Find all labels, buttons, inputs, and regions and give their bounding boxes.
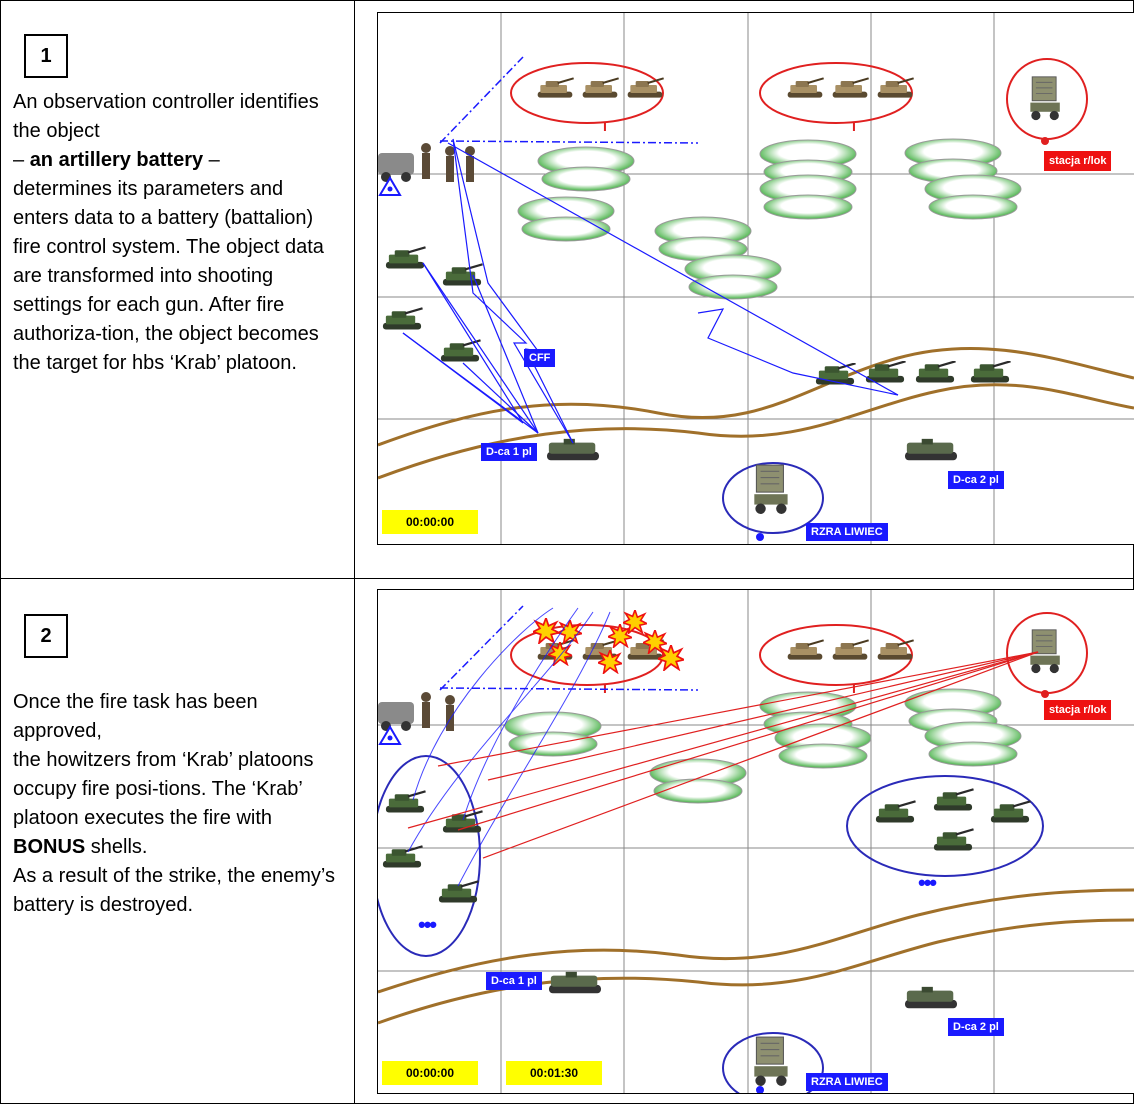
scene-2-hills xyxy=(504,688,1022,804)
cff-label: CFF xyxy=(524,349,556,367)
dca1-vehicle-icon-2 xyxy=(549,971,601,994)
rzra-radar xyxy=(722,462,824,541)
scene-1-roads xyxy=(378,346,1134,480)
timer-1: 00:00:00 xyxy=(382,510,478,534)
dca1-label: D-ca 1 pl xyxy=(481,443,537,461)
dca2-vehicle-icon-2 xyxy=(905,986,957,1009)
scene-2-enemy-howitzers xyxy=(536,639,915,661)
radar-station-label-2: stacja r/lok xyxy=(1044,700,1112,720)
step-1-text-d: determines its parameters and enters dat… xyxy=(13,178,324,374)
step-2-description: Once the fire task has been approved, th… xyxy=(13,688,343,920)
scene-1-enemy-groups xyxy=(510,58,1088,145)
enemy-battery-mark-2: I xyxy=(852,118,856,134)
dca2-vehicle-icon xyxy=(905,438,957,461)
krab-platoon-2 xyxy=(846,775,1044,877)
step-2-text-b: the howitzers from ‘Krab’ platoons occup… xyxy=(13,749,314,829)
scene-1-map: I I xyxy=(378,13,1134,544)
observation-lines xyxy=(439,56,699,144)
step-number-2: 2 xyxy=(24,614,68,658)
scene-2-roads xyxy=(378,888,1134,1025)
observer-group-2 xyxy=(378,692,455,745)
step-2-text-d: As a result of the strike, the enemy’s b… xyxy=(13,865,336,916)
dca2-label-2: D-ca 2 pl xyxy=(948,1018,1004,1036)
step-1-text-b: – xyxy=(13,149,30,171)
enemy-battery-mark-4: I xyxy=(852,680,856,696)
scene-2-grid xyxy=(378,590,1134,1093)
step-2-text-a: Once the fire task has been approved, xyxy=(13,691,258,742)
scene-1-enemy-howitzers xyxy=(536,77,915,99)
observer-group xyxy=(378,143,475,196)
radar-station-label: stacja r/lok xyxy=(1044,151,1112,171)
scene-2-map: I I xyxy=(378,590,1134,1093)
enemy-radar-icon xyxy=(1029,76,1061,121)
step-1-text-c: – xyxy=(203,149,220,171)
row-divider xyxy=(0,578,1134,579)
enemy-battery-mark-1: I xyxy=(603,118,607,134)
rzra-radar-2 xyxy=(722,1032,824,1093)
scene-1-hills xyxy=(517,138,1022,300)
platoon-1-ellipsis: ••• xyxy=(418,912,437,937)
krab-platoon-1 xyxy=(378,755,484,957)
explosions xyxy=(533,610,684,674)
step-1-text-bold: an artillery battery xyxy=(29,149,204,171)
scene-2: I I xyxy=(377,589,1134,1094)
step-2-text-c: shells. xyxy=(85,836,148,858)
step-1-text-a: An observation controller identifies the… xyxy=(13,91,319,142)
timer-2b: 00:01:30 xyxy=(506,1061,602,1085)
dca1-label-2: D-ca 1 pl xyxy=(486,972,542,990)
column-divider xyxy=(354,0,355,1104)
timer-2a: 00:00:00 xyxy=(382,1061,478,1085)
step-2-text-bold: BONUS xyxy=(13,836,86,858)
rzraliwiec-label-2: RZRA LIWIEC xyxy=(806,1073,888,1091)
enemy-radar-icon-2 xyxy=(1029,629,1061,674)
scene-2-enemy-groups xyxy=(510,612,1088,698)
radar-detection-lines xyxy=(407,651,1039,859)
step-number-1: 1 xyxy=(24,34,68,78)
dca2-label: D-ca 2 pl xyxy=(948,471,1004,489)
enemy-battery-mark-3: I xyxy=(603,680,607,696)
step-1-description: An observation controller identifies the… xyxy=(13,88,343,378)
observation-lines-2 xyxy=(439,605,699,691)
rzraliwiec-label: RZRA LIWIEC xyxy=(806,523,888,541)
scene-1: I I xyxy=(377,12,1134,545)
fire-trajectories xyxy=(407,607,611,887)
platoon-2-ellipsis: ••• xyxy=(918,870,937,895)
